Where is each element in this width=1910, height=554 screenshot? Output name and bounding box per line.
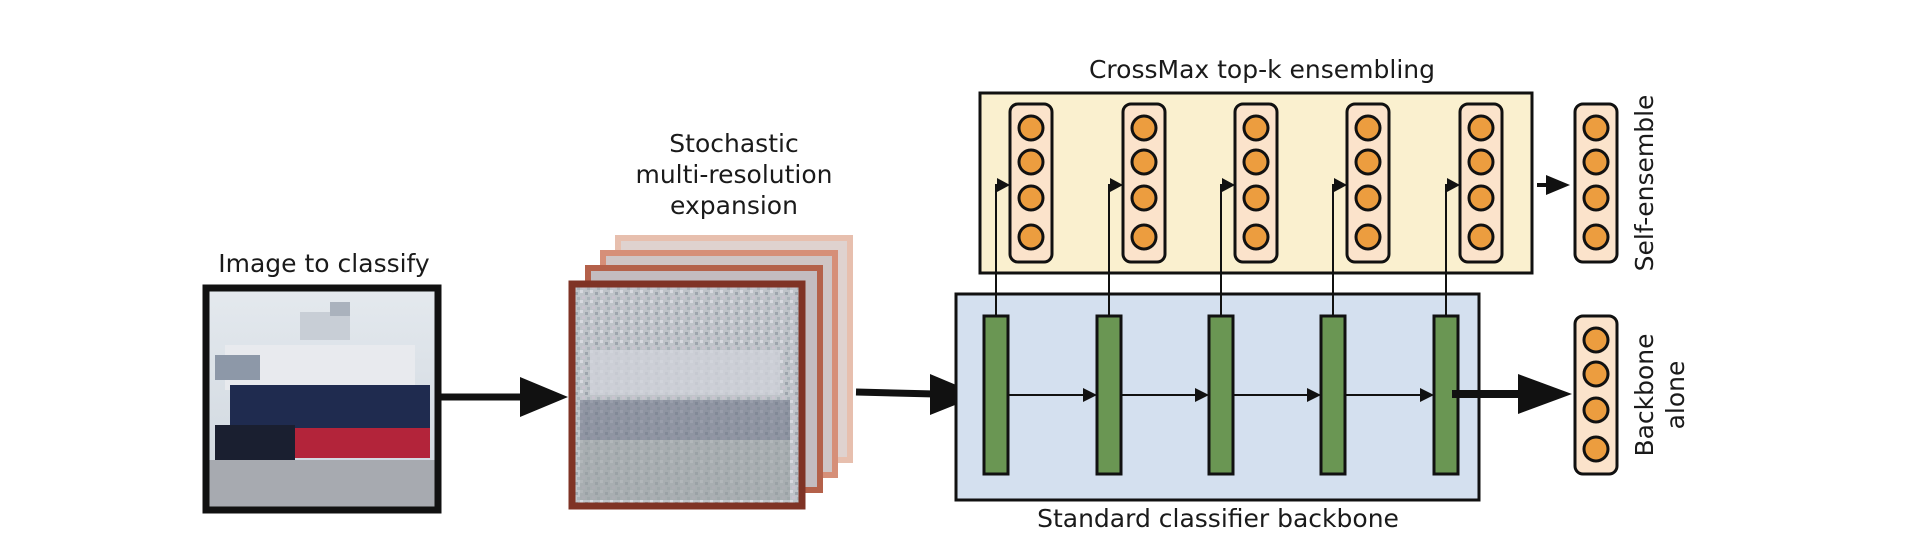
backbone-layer-4: [1319, 314, 1347, 476]
expansion-stack: [568, 235, 853, 510]
tap-arrowhead-2: [1110, 178, 1123, 192]
crossmax-column-4-neuron-1: [1354, 114, 1382, 142]
crossmax-column-5-neuron-1: [1467, 114, 1495, 142]
self-ensemble-output-neuron-2: [1582, 148, 1610, 176]
crossmax-column-5-neuron-2: [1467, 148, 1495, 176]
backbone-forward-arrowhead-3: [1307, 388, 1321, 402]
crossmax-taps: [995, 178, 1460, 316]
crossmax-column-4-neuron-2: [1354, 148, 1382, 176]
crossmax-column-2-neuron-3: [1130, 184, 1158, 212]
expansion-label-line1: Stochastic: [669, 129, 798, 158]
arrow-to-backbone-output: [1452, 374, 1572, 414]
expansion-label-line2: multi-resolution: [635, 160, 832, 189]
input-image-frame: [202, 284, 442, 514]
crossmax-column-1: [1008, 102, 1054, 264]
backbone-label: Standard classifier backbone: [1037, 504, 1399, 533]
backbone-forward-arrowhead-1: [1083, 388, 1097, 402]
self-ensemble-label: Self-ensemble: [1630, 95, 1659, 272]
crossmax-column-3: [1233, 102, 1279, 264]
crossmax-column-1-neuron-1: [1017, 114, 1045, 142]
input-image: [208, 290, 436, 508]
input-image-label: Image to classify: [218, 249, 430, 278]
backbone-forward-arrowhead-4: [1420, 388, 1434, 402]
crossmax-column-3-neuron-4: [1242, 223, 1270, 251]
backbone-layer-2: [1095, 314, 1123, 476]
crossmax-column-4: [1345, 102, 1391, 264]
crossmax-columns: [1008, 102, 1504, 264]
self-ensemble-output-neuron-1: [1582, 114, 1610, 142]
backbone-layers: [982, 314, 1460, 476]
crossmax-column-4-neuron-3: [1354, 184, 1382, 212]
crossmax-column-4-frame: [1345, 102, 1391, 264]
tap-arrowhead-3: [1222, 178, 1235, 192]
crossmax-column-5-frame: [1458, 102, 1504, 264]
self-ensemble-output-neuron-3: [1582, 184, 1610, 212]
crossmax-column-1-neuron-4: [1017, 223, 1045, 251]
backbone-alone-output-frame: [1573, 314, 1619, 476]
tap-arrowhead-5: [1447, 178, 1460, 192]
crossmax-column-2-neuron-1: [1130, 114, 1158, 142]
crossmax-column-2-neuron-4: [1130, 223, 1158, 251]
crossmax-column-1-frame: [1008, 102, 1054, 264]
backbone-alone-output-neuron-2: [1582, 360, 1610, 388]
crossmax-column-5: [1458, 102, 1504, 264]
self-ensemble-output: [1573, 102, 1619, 264]
backbone-layer-1: [982, 314, 1010, 476]
backbone-layer-3: [1207, 314, 1235, 476]
crossmax-column-1-neuron-2: [1017, 148, 1045, 176]
expansion-copy-1: [568, 280, 806, 510]
output-columns: [1573, 102, 1619, 476]
crossmax-column-3-neuron-2: [1242, 148, 1270, 176]
backbone-alone-output: [1573, 314, 1619, 476]
tap-arrowhead-1: [997, 178, 1010, 192]
crossmax-column-1-neuron-3: [1017, 184, 1045, 212]
backbone-alone-label-line1: Backbone: [1630, 333, 1659, 456]
crossmax-column-5-neuron-3: [1467, 184, 1495, 212]
arrow-input-to-expansion: [440, 377, 568, 417]
crossmax-column-3-frame: [1233, 102, 1279, 264]
backbone-alone-output-neuron-1: [1582, 326, 1610, 354]
crossmax-column-2-frame: [1121, 102, 1167, 264]
crossmax-label: CrossMax top-k ensembling: [1089, 55, 1435, 84]
backbone-alone-label-line2: alone: [1661, 361, 1690, 430]
backbone-forward-arrowhead-2: [1195, 388, 1209, 402]
crossmax-column-2: [1121, 102, 1167, 264]
self-ensemble-output-frame: [1573, 102, 1619, 264]
crossmax-column-3-neuron-3: [1242, 184, 1270, 212]
crossmax-column-3-neuron-1: [1242, 114, 1270, 142]
tap-arrowhead-4: [1334, 178, 1347, 192]
expansion-label-line3: expansion: [670, 191, 798, 220]
self-ensemble-output-neuron-4: [1582, 223, 1610, 251]
crossmax-column-2-neuron-2: [1130, 148, 1158, 176]
arrow-to-self-ensemble: [1537, 175, 1570, 195]
crossmax-column-4-neuron-4: [1354, 223, 1382, 251]
backbone-alone-output-neuron-4: [1582, 435, 1610, 463]
crossmax-column-5-neuron-4: [1467, 223, 1495, 251]
backbone-alone-output-neuron-3: [1582, 396, 1610, 424]
